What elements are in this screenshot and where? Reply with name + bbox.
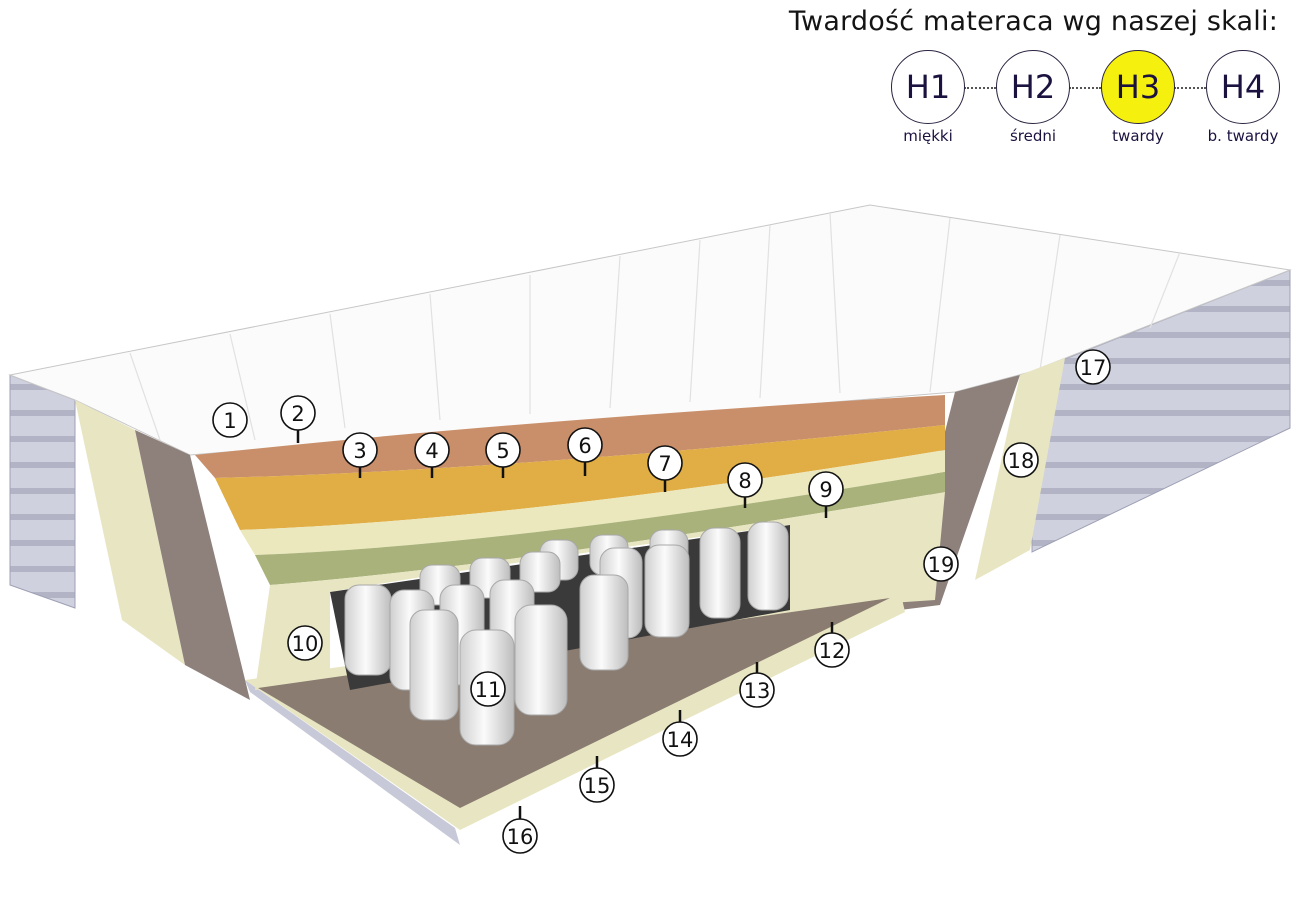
marker-19: 19 (923, 546, 959, 582)
hardness-label-h4: b. twardy (1207, 127, 1279, 145)
marker-17: 17 (1075, 349, 1111, 385)
marker-label: 16 (507, 825, 534, 849)
marker-label: 8 (738, 469, 751, 493)
marker-label: 19 (928, 553, 955, 577)
hardness-badge-h4: H4 (1206, 50, 1280, 124)
marker-label: 18 (1008, 449, 1035, 473)
marker-label: 4 (425, 439, 438, 463)
marker-label: 6 (578, 434, 591, 458)
marker-6: 6 (567, 427, 603, 476)
marker-8: 8 (727, 462, 763, 508)
layer-orange (215, 425, 945, 530)
marker-4: 4 (414, 432, 450, 478)
base-brown-layer (258, 598, 890, 808)
hardness-scale-title: Twardość materaca wg naszej skali: (788, 6, 1278, 37)
marker-label: 13 (744, 679, 771, 703)
marker-7: 7 (647, 445, 683, 492)
marker-label: 15 (584, 774, 611, 798)
marker-label: 14 (667, 728, 694, 752)
top-cover (8, 204, 1292, 456)
hardness-label-h2: średni (1009, 127, 1057, 145)
marker-9: 9 (808, 471, 844, 518)
layer-markers: 1 2 3 4 5 6 7 8 9 10 11 12 13 14 15 16 1… (212, 349, 1111, 854)
marker-label: 10 (292, 632, 319, 656)
scale-connector (964, 87, 996, 89)
scale-connector (1069, 87, 1101, 89)
hardness-badge-h3: H3 (1101, 50, 1175, 124)
layer-green (255, 472, 945, 585)
marker-5: 5 (485, 432, 521, 478)
marker-11: 11 (470, 671, 506, 707)
marker-label: 12 (819, 639, 846, 663)
hardness-level-h1: H1 miękki (890, 50, 966, 145)
marker-label: 9 (819, 478, 832, 502)
hardness-label-h1: miękki (903, 127, 953, 145)
front-bottom-edge (245, 680, 460, 845)
marker-10: 10 (287, 625, 323, 661)
marker-label: 11 (475, 678, 502, 702)
pocket-springs (344, 521, 789, 746)
hardness-label-h3: twardy (1112, 127, 1164, 145)
marker-14: 14 (662, 710, 698, 757)
marker-15: 15 (579, 756, 615, 803)
scale-connector (1174, 87, 1206, 89)
marker-label: 17 (1080, 356, 1107, 380)
left-edge-foam (75, 400, 185, 665)
hardness-level-h3: H3 twardy (1100, 50, 1176, 145)
left-edge-brown (135, 430, 250, 700)
hardness-badge-h2: H2 (996, 50, 1070, 124)
marker-18: 18 (1003, 442, 1039, 478)
marker-16: 16 (502, 806, 538, 854)
top-quilting-lines (129, 212, 1181, 441)
marker-12: 12 (814, 622, 850, 668)
marker-label: 3 (353, 439, 366, 463)
marker-3: 3 (342, 432, 378, 478)
hardness-level-h4: H4 b. twardy (1205, 50, 1281, 145)
layer-light (240, 450, 945, 555)
hardness-level-h2: H2 średni (995, 50, 1071, 145)
marker-1: 1 (212, 402, 248, 438)
marker-2: 2 (280, 395, 316, 443)
hardness-scale: H1 miękki H2 średni H3 twardy H4 b. twar… (890, 50, 1280, 150)
marker-13: 13 (739, 662, 775, 708)
left-side-panel (9, 374, 76, 609)
marker-label: 7 (658, 452, 671, 476)
marker-label: 5 (496, 439, 509, 463)
marker-label: 2 (291, 402, 304, 426)
hardness-badge-h1: H1 (891, 50, 965, 124)
marker-label: 1 (223, 409, 236, 433)
